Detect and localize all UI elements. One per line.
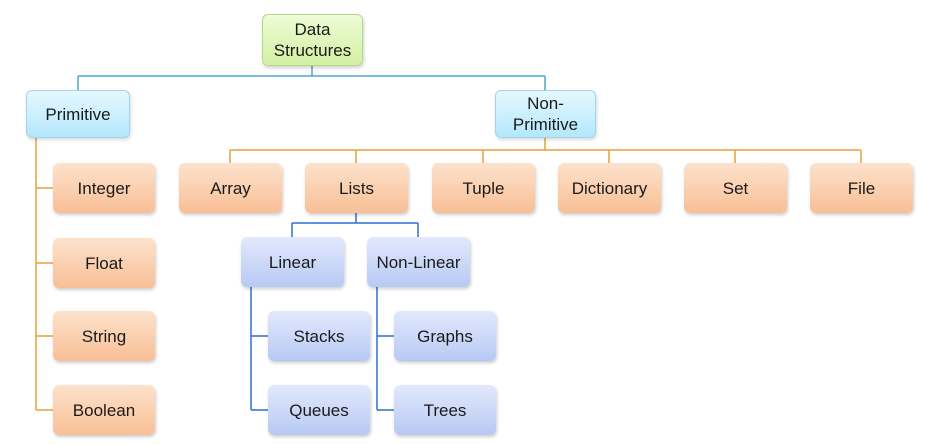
node-set: Set [684,163,787,213]
node-non-linear: Non-Linear [367,237,470,287]
node-dictionary: Dictionary [558,163,661,213]
node-data-structures: Data Structures [262,14,363,66]
root-connectors [77,66,546,90]
node-primitive: Primitive [26,90,130,138]
node-integer: Integer [53,163,155,213]
node-file: File [810,163,913,213]
node-boolean: Boolean [53,385,155,435]
node-string: String [53,311,155,361]
node-trees: Trees [394,385,496,435]
lists-connectors [250,213,419,411]
non-primitive-connectors [229,138,862,163]
node-array: Array [179,163,282,213]
node-tuple: Tuple [432,163,535,213]
node-float: Float [53,238,155,288]
primitive-connectors [35,138,53,411]
node-non-primitive: Non- Primitive [495,90,596,138]
node-graphs: Graphs [394,311,496,361]
node-linear: Linear [241,237,344,287]
node-queues: Queues [268,385,370,435]
node-stacks: Stacks [268,311,370,361]
node-lists: Lists [305,163,408,213]
